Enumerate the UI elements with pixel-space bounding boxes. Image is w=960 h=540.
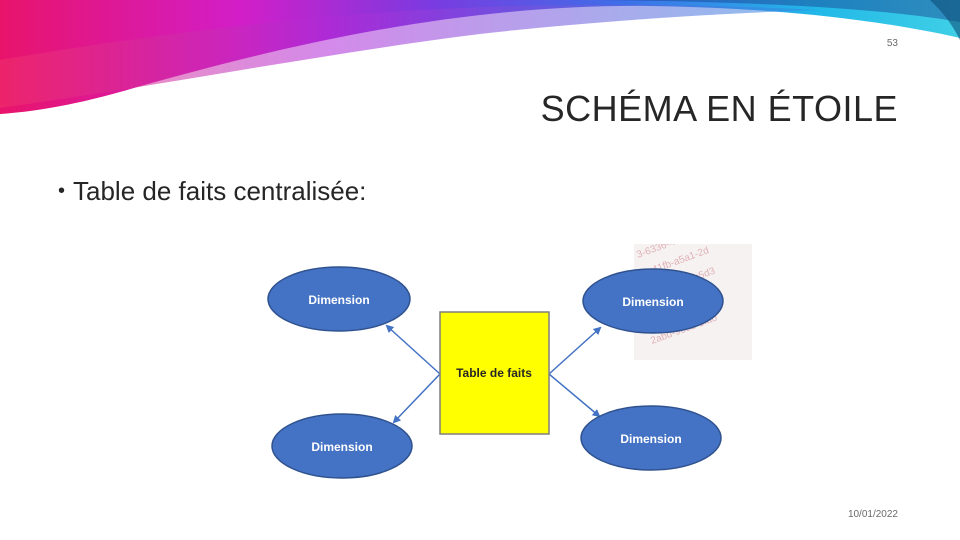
dimension-label-bottom-left: Dimension bbox=[311, 440, 372, 454]
slide-number: 53 bbox=[886, 38, 898, 49]
dimension-label-bottom-right: Dimension bbox=[620, 432, 681, 446]
slide-title: SCHÉMA EN ÉTOILE bbox=[540, 88, 898, 129]
fact-table-box bbox=[439, 311, 550, 435]
dimension-label-top-right: Dimension bbox=[622, 295, 683, 309]
fact-table-label: Table de faits bbox=[456, 366, 532, 380]
arrow-top-right bbox=[548, 326, 602, 375]
arrow-bottom-left bbox=[392, 373, 441, 424]
bullet-marker: • bbox=[58, 180, 66, 202]
star-schema-diagram: 3-6336-430f-8a2 a8-41fb-a5a1-2d 00093-41… bbox=[267, 244, 752, 479]
dimension-bottom-left bbox=[271, 413, 413, 479]
bullet-text: Table de faits centralisée: bbox=[73, 176, 367, 206]
arrow-bottom-right bbox=[548, 373, 601, 418]
arrow-top-left bbox=[385, 324, 441, 375]
dimension-top-left bbox=[267, 266, 411, 332]
dimension-bottom-right bbox=[580, 405, 722, 471]
footer-date: 10/01/2022 bbox=[847, 509, 898, 520]
dimension-top-right bbox=[582, 268, 724, 334]
bullet-item: • Table de faits centralisée: bbox=[58, 176, 366, 207]
header-swoosh-decoration bbox=[0, 0, 960, 114]
dimension-label-top-left: Dimension bbox=[308, 293, 369, 307]
